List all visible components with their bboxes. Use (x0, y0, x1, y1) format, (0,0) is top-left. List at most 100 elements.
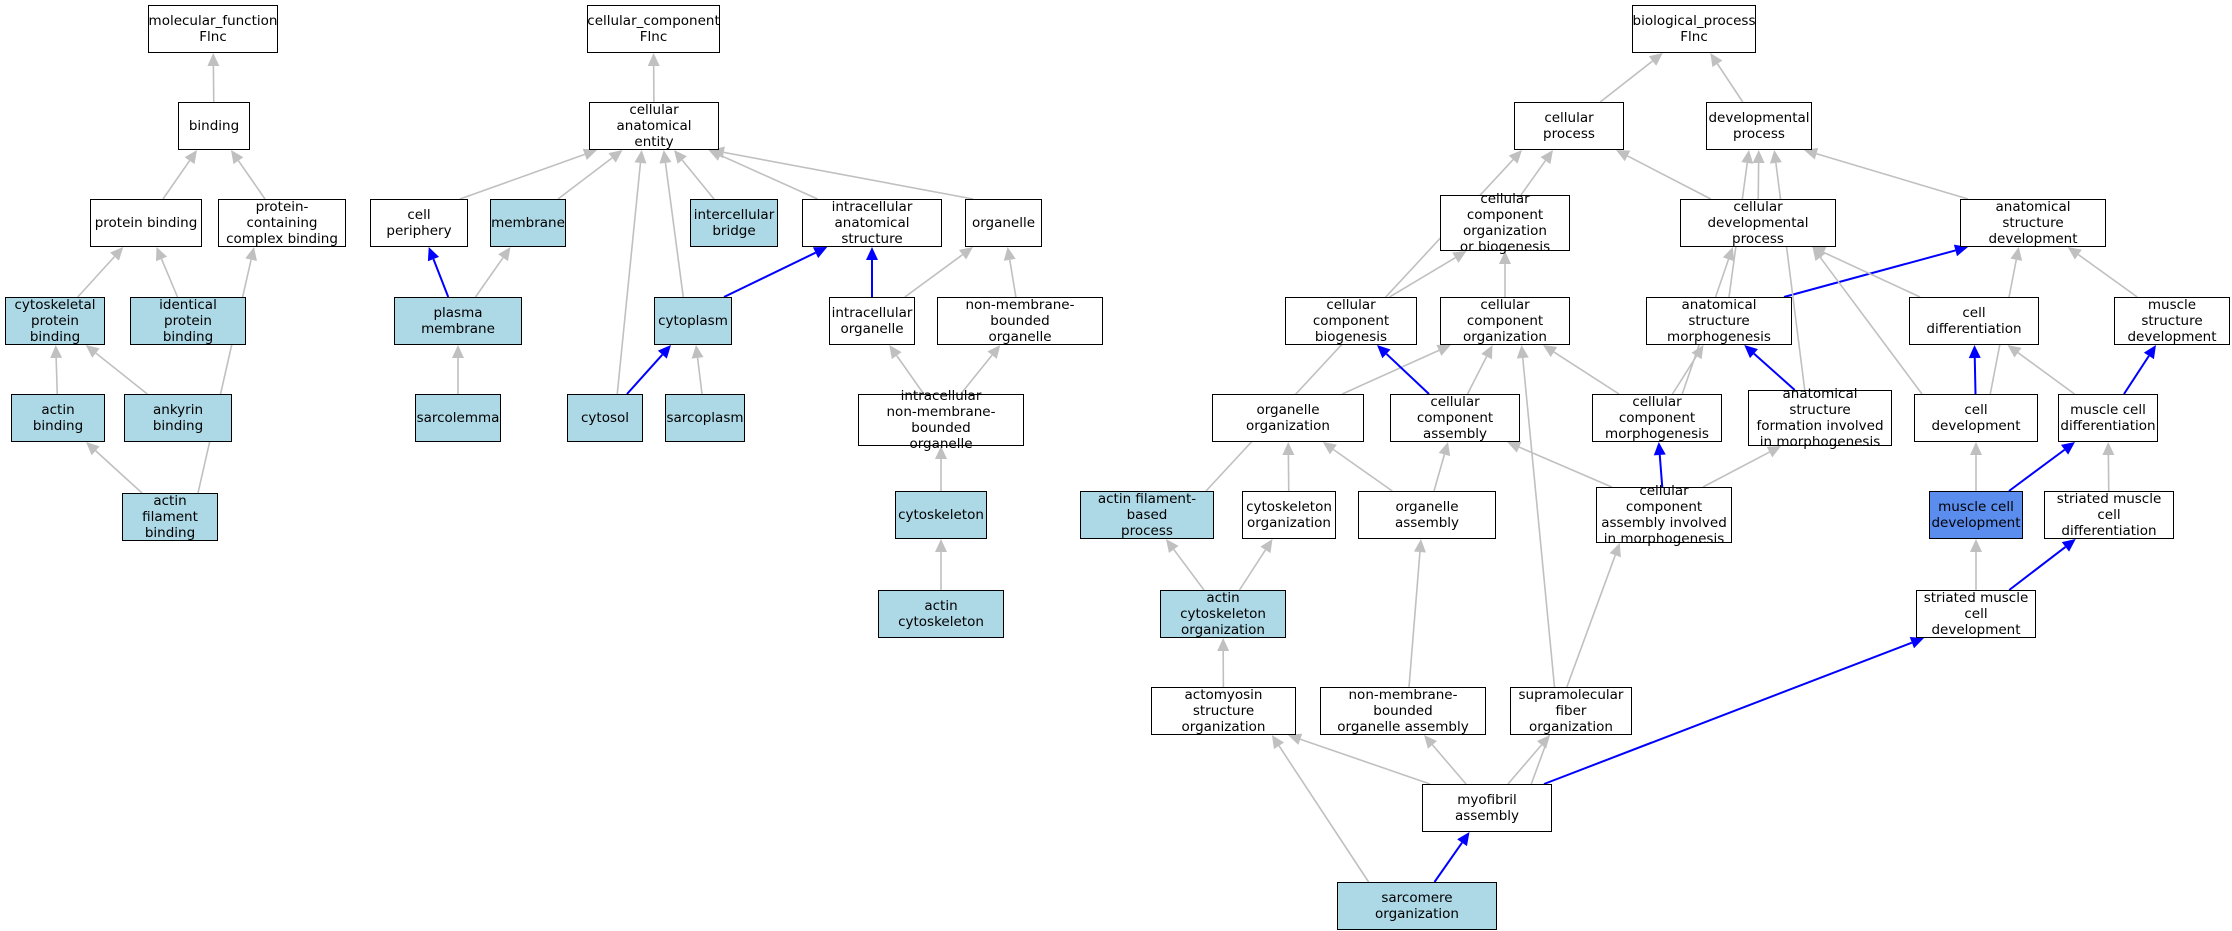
term-node-cytoskeleton-org[interactable]: cytoskeleton organization (1242, 491, 1336, 539)
edge-arrowhead (1288, 733, 1303, 745)
edge-actin_cytoskeleton_org-to-actin_filament_process (1173, 548, 1205, 591)
term-node-anat-struct-formation[interactable]: anatomical structure formation involved … (1748, 386, 1892, 450)
term-node-cc-root[interactable]: cellular_component Flnc (587, 5, 720, 53)
term-node-organelle-assembly[interactable]: organelle assembly (1358, 491, 1496, 539)
edge-arrowhead (1540, 150, 1553, 165)
term-label: cellular component assembly (1416, 394, 1494, 442)
term-node-cytosol[interactable]: cytosol (567, 394, 643, 442)
term-node-sarcomere-org[interactable]: sarcomere organization (1337, 882, 1497, 930)
term-node-cc-assembly-morph[interactable]: cellular component assembly involved in … (1596, 483, 1732, 547)
term-node-anat-struct-dev[interactable]: anatomical structure development (1960, 199, 2106, 247)
term-node-myofibril-assembly[interactable]: myofibril assembly (1422, 784, 1552, 832)
edge-cc_assembly_morph-to-anat_struct_formation (1702, 451, 1770, 488)
edge-arrowhead (2067, 247, 2082, 260)
term-label: actin binding (32, 402, 84, 434)
term-node-intra-nmb-organelle[interactable]: intracellular non-membrane-bounded organ… (858, 388, 1024, 452)
edge-arrowhead (2007, 345, 2022, 358)
term-node-muscle-cell-dev[interactable]: muscle cell development (1929, 491, 2023, 539)
term-node-actin-filament-process[interactable]: actin filament-based process (1080, 491, 1214, 539)
term-node-actomyosin-org[interactable]: actomyosin structure organization (1151, 687, 1296, 735)
term-node-striated-muscle-diff[interactable]: striated muscle cell differentiation (2044, 491, 2174, 539)
term-node-cytoplasm[interactable]: cytoplasm (654, 297, 732, 345)
term-node-developmental-process[interactable]: developmental process (1706, 102, 1812, 150)
term-node-cell-development[interactable]: cell development (1914, 394, 2038, 442)
term-node-actin-filament-binding[interactable]: actin filament binding (122, 493, 218, 541)
edge-arrowhead (1609, 543, 1621, 558)
term-label: anatomical structure formation involved … (1756, 386, 1884, 450)
term-node-actin-cytoskeleton-org[interactable]: actin cytoskeleton organization (1160, 590, 1286, 638)
term-node-cc-organization[interactable]: cellular component organization (1440, 297, 1570, 345)
term-label: cellular developmental process (1707, 199, 1809, 247)
edge-arrowhead (889, 345, 902, 360)
edge-intra_nmb_organelle-to-nmb_organelle (960, 354, 993, 395)
edge-organelle_org-to-cc_organization (1341, 349, 1440, 395)
edge-arrowhead (1909, 637, 1924, 649)
term-node-cell-periphery[interactable]: cell periphery (370, 199, 468, 247)
term-label: cytoskeletal protein binding (14, 297, 96, 345)
edge-intercellular_bridge-to-cell_anat_entity (681, 159, 715, 200)
term-node-nmb-organelle[interactable]: non-membrane-bounded organelle (937, 297, 1103, 345)
term-label: supramolecular fiber organization (1518, 687, 1624, 735)
term-node-binding[interactable]: binding (178, 102, 250, 150)
edge-arrowhead (1536, 735, 1550, 749)
term-node-cc-morphogenesis[interactable]: cellular component morphogenesis (1592, 394, 1722, 442)
term-node-cc-org-biogenesis[interactable]: cellular component organization or bioge… (1440, 191, 1570, 255)
edge-arrowhead (1413, 539, 1426, 553)
term-node-cc-biogenesis[interactable]: cellular component biogenesis (1285, 297, 1417, 345)
term-node-supramolecular-fiber-org[interactable]: supramolecular fiber organization (1510, 687, 1632, 735)
term-node-mf-root[interactable]: molecular_function Flnc (148, 5, 278, 53)
edge-arrowhead (1648, 53, 1663, 66)
term-node-anat-struct-morph[interactable]: anatomical structure morphogenesis (1646, 297, 1792, 345)
edge-organelle_assembly-to-organelle_org (1332, 448, 1393, 492)
term-node-intercellular-bridge[interactable]: intercellular bridge (690, 199, 778, 247)
term-label: intracellular anatomical structure (831, 199, 913, 247)
edge-arrowhead (1003, 247, 1016, 261)
term-node-cytoskeleton[interactable]: cytoskeleton (895, 491, 987, 539)
term-node-cell-dev-process[interactable]: cellular developmental process (1680, 199, 1836, 247)
edge-arrowhead (50, 345, 63, 359)
term-node-cell-anat-entity[interactable]: cellular anatomical entity (589, 102, 719, 150)
term-node-actin-cytoskeleton[interactable]: actin cytoskeleton (878, 590, 1004, 638)
term-node-sarcolemma[interactable]: sarcolemma (415, 394, 501, 442)
edge-arrowhead (674, 150, 687, 164)
term-node-cc-assembly[interactable]: cellular component assembly (1390, 394, 1520, 442)
term-node-intracellular-anat[interactable]: intracellular anatomical structure (802, 199, 942, 247)
term-node-muscle-cell-diff[interactable]: muscle cell differentiation (2058, 394, 2158, 442)
term-node-cell-differentiation[interactable]: cell differentiation (1909, 297, 2039, 345)
term-label: intercellular bridge (693, 207, 775, 239)
edge-arrowhead (2060, 442, 2075, 455)
edge-arrowhead (1452, 251, 1467, 263)
edge-arrowhead (634, 150, 647, 164)
term-node-pc-complex-binding[interactable]: protein-containing complex binding (218, 199, 346, 247)
edge-cell_differentiation-to-cell_dev_process (1823, 251, 1921, 298)
term-node-striated-muscle-dev[interactable]: striated muscle cell development (1916, 590, 2036, 638)
term-node-organelle[interactable]: organelle (965, 199, 1042, 247)
term-node-protein-binding[interactable]: protein binding (90, 199, 202, 247)
edge-arrowhead (1424, 735, 1438, 749)
term-node-ankyrin-binding[interactable]: ankyrin binding (124, 394, 232, 442)
term-label: striated muscle cell differentiation (2056, 491, 2162, 539)
edge-myofibril_assembly-to-nmb_organelle_assembly (1431, 744, 1467, 785)
edge-arrowhead (452, 345, 464, 358)
term-node-organelle-org[interactable]: organelle organization (1212, 394, 1364, 442)
edge-arrowhead (866, 247, 878, 260)
term-node-sarcoplasm[interactable]: sarcoplasm (665, 394, 745, 442)
term-label: muscle structure development (2127, 297, 2217, 345)
term-node-actin-binding[interactable]: actin binding (11, 394, 105, 442)
term-node-muscle-struct-dev[interactable]: muscle structure development (2114, 297, 2230, 345)
edge-plasma_membrane-to-cell_periphery (432, 258, 450, 298)
term-node-cellular-process[interactable]: cellular process (1514, 102, 1624, 150)
term-node-intracellular-organelle[interactable]: intracellular organelle (829, 297, 915, 345)
edge-arrowhead (1271, 735, 1285, 750)
term-label: myofibril assembly (1454, 792, 1520, 824)
term-node-membrane[interactable]: membrane (490, 199, 566, 247)
term-label: actin cytoskeleton organization (1180, 590, 1266, 638)
term-node-identical-pb[interactable]: identical protein binding (130, 297, 246, 345)
edge-cell_development-to-cell_differentiation (1973, 357, 1977, 395)
term-node-cytoskeletal-pb[interactable]: cytoskeletal protein binding (5, 297, 105, 345)
term-node-nmb-organelle-assembly[interactable]: non-membrane-bounded organelle assembly (1320, 687, 1486, 735)
term-node-bp-root[interactable]: biological_process Flnc (1632, 5, 1756, 53)
term-node-plasma-membrane[interactable]: plasma membrane (394, 297, 522, 345)
edge-arrowhead (1804, 147, 1819, 160)
edge-cc_assembly_morph-to-cc_morphogenesis (1658, 454, 1664, 488)
